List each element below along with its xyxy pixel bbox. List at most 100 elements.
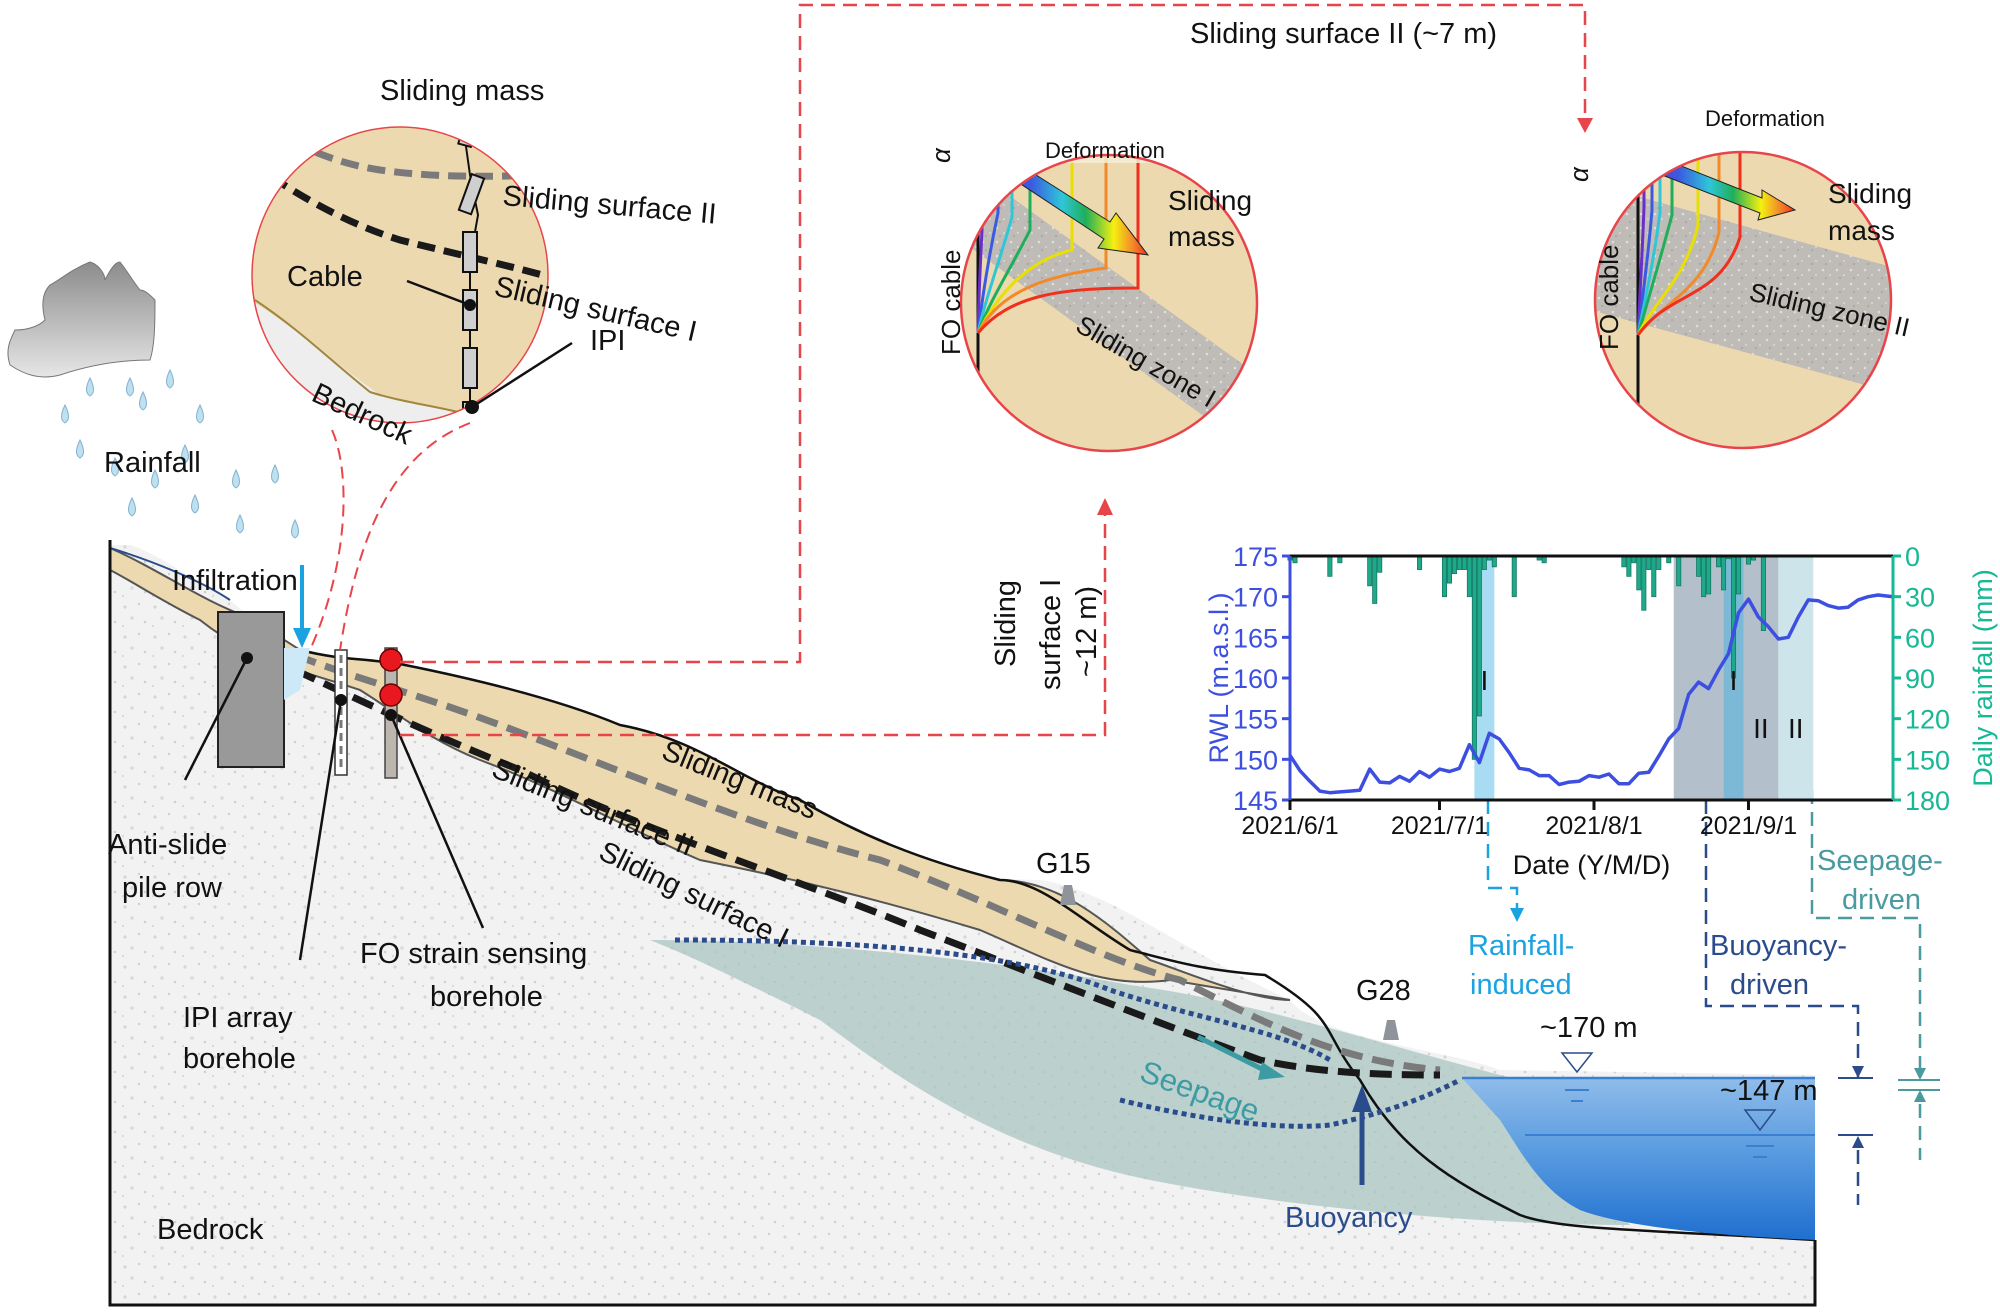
rainfall-bar <box>1656 555 1662 570</box>
gnss-g28-marker[interactable] <box>1383 1020 1399 1040</box>
rainfall-bar <box>1716 555 1722 568</box>
zoom-ipi-cable: Cable <box>287 261 363 293</box>
rainfall-bar <box>1451 555 1457 575</box>
cloud-icon <box>7 261 156 378</box>
connector-surface-1 <box>400 510 1107 737</box>
y-tick-label: 175 <box>1233 542 1278 572</box>
rainfall-bar <box>1731 555 1737 679</box>
zoom-ipi-ipi: IPI <box>590 325 625 357</box>
fo-sensor-surface-1[interactable] <box>379 683 403 707</box>
zoom-fo-2-mass: mass <box>1828 215 1895 246</box>
y-tick-label: 155 <box>1233 705 1278 735</box>
rainfall-bar <box>1706 555 1712 595</box>
ipi-borehole-label-2: borehole <box>183 1043 296 1075</box>
rainfall-bar <box>1491 555 1497 568</box>
g15-label: G15 <box>1036 848 1091 880</box>
zoom-fo-1-deformation: Deformation <box>1045 138 1165 163</box>
rainfall-bar <box>1441 555 1448 598</box>
y2-tick-label: 120 <box>1905 705 1950 735</box>
rainfall-induced-label-2: induced <box>1470 969 1572 1001</box>
buoyancy-driven-label-1: Buoyancy- <box>1710 930 1847 962</box>
zoom-lead-left <box>309 429 345 651</box>
rainfall-callout-line <box>1486 800 1519 910</box>
rainfall-bar <box>1636 555 1642 591</box>
rainfall-bar <box>1721 555 1727 591</box>
anti-slide-pile-label-2: pile row <box>122 872 223 904</box>
x-tick-label: 2021/9/1 <box>1700 812 1797 840</box>
y-tick-label: 150 <box>1233 745 1278 775</box>
rainfall-bar <box>1696 555 1702 577</box>
phreatic-line-lower <box>1119 1077 1462 1129</box>
phreatic-line-upper <box>674 937 1332 1063</box>
infiltration-label: Infiltration <box>172 565 298 597</box>
slope-surface-line <box>299 648 1816 1242</box>
g28-label: G28 <box>1356 975 1411 1007</box>
rainfall-bar <box>1466 555 1472 598</box>
period-label: I <box>1730 665 1738 696</box>
water-level-low-label: ~147 m <box>1720 1075 1818 1107</box>
mechanism-callouts: Rainfall- induced Buoyancy- driven Seepa… <box>1468 790 1943 1205</box>
seepage-driven-label-2: driven <box>1842 884 1921 916</box>
y2-tick-label: 30 <box>1905 583 1935 613</box>
rainfall-bar <box>1456 555 1462 570</box>
zoom-fo-1-sliding: Sliding <box>1168 185 1252 216</box>
rainfall-bar <box>1481 555 1487 570</box>
period-label: I <box>1480 665 1488 696</box>
rainfall-bar <box>1621 555 1627 568</box>
x-axis-title: Date (Y/M/D) <box>1513 850 1671 880</box>
rainfall-bar <box>1651 555 1657 598</box>
rainfall-bar <box>1511 555 1517 598</box>
zoom-circle-fo-2: Deformation α FO cable Sliding mass Slid… <box>1564 106 1913 450</box>
x-tick-label: 2021/6/1 <box>1241 812 1338 840</box>
sliding-surface-1-line <box>293 666 1441 1079</box>
y2-tick-label: 60 <box>1905 623 1935 653</box>
fo-borehole-label-1: FO strain sensing <box>360 938 587 970</box>
rainfall-bar <box>1372 555 1378 604</box>
fo-sensor-surface-2[interactable] <box>379 648 403 672</box>
rainfall-induced-label-1: Rainfall- <box>1468 930 1574 962</box>
reservoir-water <box>1462 1078 1815 1240</box>
sliding-surface-2-line <box>293 651 1441 1074</box>
seepage-callout-line <box>1810 790 1922 1078</box>
water-level-high-symbol <box>1560 1052 1594 1074</box>
y2-tick-label: 180 <box>1905 786 1950 816</box>
zoom-fo-2-alpha: α <box>1564 166 1594 182</box>
connector-surface-2-label: Sliding surface II (~7 m) <box>1190 18 1497 50</box>
rainfall-bar <box>1377 555 1383 573</box>
y-tick-label: 170 <box>1233 583 1278 613</box>
buoyancy-driven-label-2: driven <box>1730 969 1809 1001</box>
y-tick-label: 165 <box>1233 623 1278 653</box>
x-tick-label: 2021/8/1 <box>1545 812 1642 840</box>
y2-axis-title: Daily rainfall (mm) <box>1968 569 1998 787</box>
zoom-fo-1-fo-cable: FO cable <box>936 250 966 356</box>
rwl-line <box>1288 593 1894 795</box>
rainfall-bar <box>1327 555 1333 577</box>
seepage-driven-label-1: Seepage- <box>1817 845 1943 877</box>
raindrop-icons <box>61 368 299 539</box>
y2-tick-label: 90 <box>1905 664 1935 694</box>
bedrock-label: Bedrock <box>157 1214 264 1246</box>
weather: Rainfall <box>7 261 299 539</box>
connector-surface-2 <box>400 3 1587 664</box>
depth-connectors <box>400 3 1587 737</box>
seepage-arrow <box>1196 1034 1270 1075</box>
shaded-period-4 <box>1778 556 1814 800</box>
rainfall-bar <box>1641 555 1647 611</box>
rainfall-bar <box>1446 555 1452 584</box>
connector-surface-1-label-1: Sliding <box>990 580 1022 667</box>
rainfall-bar <box>1417 555 1423 570</box>
gnss-g15-marker[interactable] <box>1060 885 1076 905</box>
deformation-arrow-2 <box>1639 152 1797 221</box>
anti-slide-pile <box>217 611 285 768</box>
rainfall-bar <box>1676 555 1682 587</box>
period-label: II <box>1788 713 1804 744</box>
rainfall-bar <box>1735 555 1742 595</box>
period-label: II <box>1753 713 1769 744</box>
rainfall-bar <box>1701 555 1707 598</box>
water-level-high-label: ~170 m <box>1540 1012 1638 1044</box>
rainfall-bar <box>1626 555 1632 577</box>
rainfall-label: Rainfall <box>104 447 201 479</box>
x-tick-label: 2021/7/1 <box>1391 812 1488 840</box>
fo-borehole-label-2: borehole <box>430 981 543 1013</box>
